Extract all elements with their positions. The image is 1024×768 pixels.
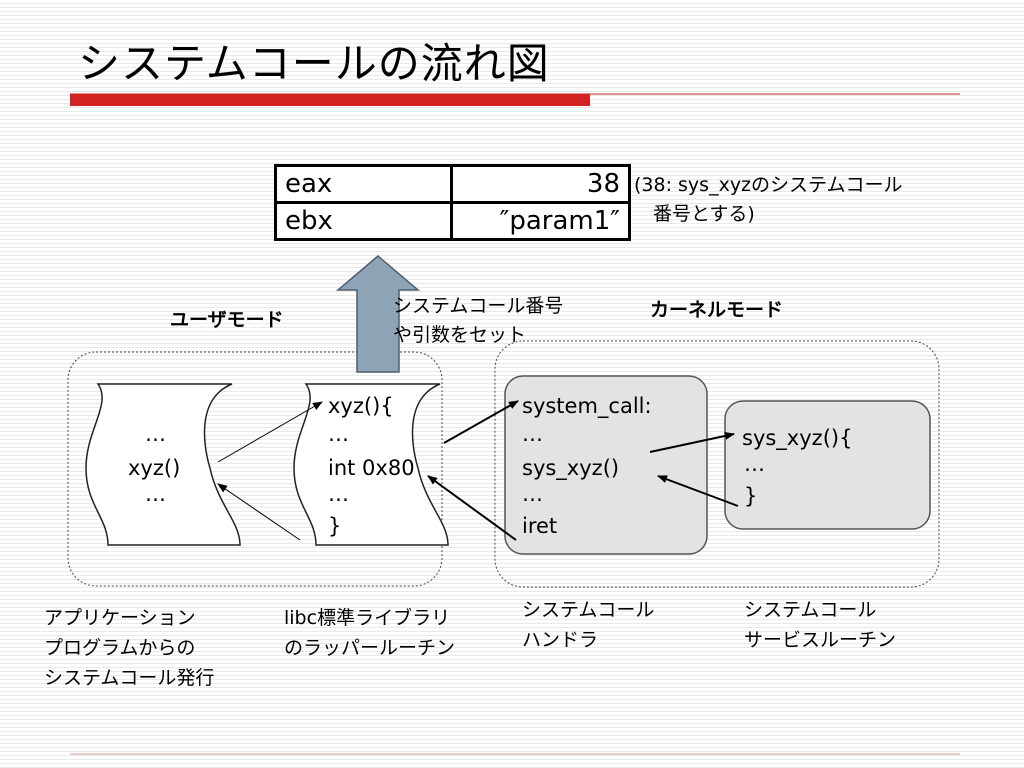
caption-handler-line2: ハンドラ: [522, 629, 599, 651]
app-code-ellipsis: …: [145, 422, 166, 446]
caption-app-line1: アプリケーション: [44, 607, 196, 629]
caption-handler-line1: システムコール: [522, 599, 655, 621]
arrow-label-line1: システムコール番号: [393, 295, 564, 317]
arrow-handler-to-service: [649, 431, 735, 453]
caption-app-line2: プログラムからの: [44, 637, 196, 659]
syscall-number-note-line2: 番号とする): [653, 203, 755, 225]
libc-code-line: xyz(){: [328, 394, 394, 418]
page-title: システムコールの流れ図: [78, 39, 550, 88]
service-code-line: …: [744, 452, 765, 476]
handler-code-line: iret: [522, 514, 558, 538]
service-code-line: }: [744, 484, 758, 508]
arrow-label-line2: や引数をセット: [393, 324, 527, 346]
title-underline-bar: [70, 94, 590, 106]
up-arrow-shape: [335, 255, 421, 373]
handler-box: [504, 375, 708, 555]
app-code-call: xyz(): [128, 456, 181, 480]
caption-libc-line1: libc標準ライブラリ: [284, 607, 451, 629]
caption-service-line2: サービスルーチン: [744, 629, 897, 651]
arrow-app-to-libc: [217, 401, 323, 463]
handler-code-line: …: [522, 422, 543, 446]
kernel-mode-region: [494, 340, 940, 588]
service-box: [724, 400, 931, 530]
service-code-line: sys_xyz(){: [742, 426, 853, 450]
arrow-handler-to-libc: [427, 475, 517, 541]
libc-code-line: …: [328, 422, 349, 446]
caption-service-line1: システムコール: [744, 599, 877, 621]
libc-code-line: }: [328, 514, 342, 538]
caption-app-line3: システムコール発行: [44, 667, 215, 689]
register-name: ebx: [274, 201, 453, 241]
libc-document-shape: [293, 383, 449, 546]
handler-code-line: sys_xyz(): [522, 456, 620, 480]
app-code-ellipsis: …: [145, 482, 166, 506]
register-table: eax 38 ebx ″param1″: [274, 164, 631, 241]
register-value: 38: [450, 164, 631, 204]
register-row-ebx: ebx ″param1″: [274, 201, 631, 241]
handler-code-line: system_call:: [522, 394, 652, 418]
app-document-shape: [85, 383, 241, 546]
register-value: ″param1″: [450, 201, 631, 241]
syscall-number-note-line1: (38: sys_xyzのシステムコール: [634, 174, 903, 196]
register-row-eax: eax 38: [274, 164, 631, 204]
kernel-mode-label: カーネルモード: [650, 299, 784, 321]
libc-code-line: …: [328, 482, 349, 506]
arrow-service-to-handler: [657, 475, 739, 507]
caption-libc-line2: のラッパールーチン: [284, 637, 456, 659]
register-name: eax: [274, 164, 453, 204]
user-mode-label: ユーザモード: [170, 309, 284, 331]
arrow-libc-to-app: [217, 483, 301, 541]
handler-code-line: …: [522, 482, 543, 506]
libc-code-line: int 0x80: [328, 456, 415, 480]
arrow-libc-to-handler: [443, 400, 519, 444]
